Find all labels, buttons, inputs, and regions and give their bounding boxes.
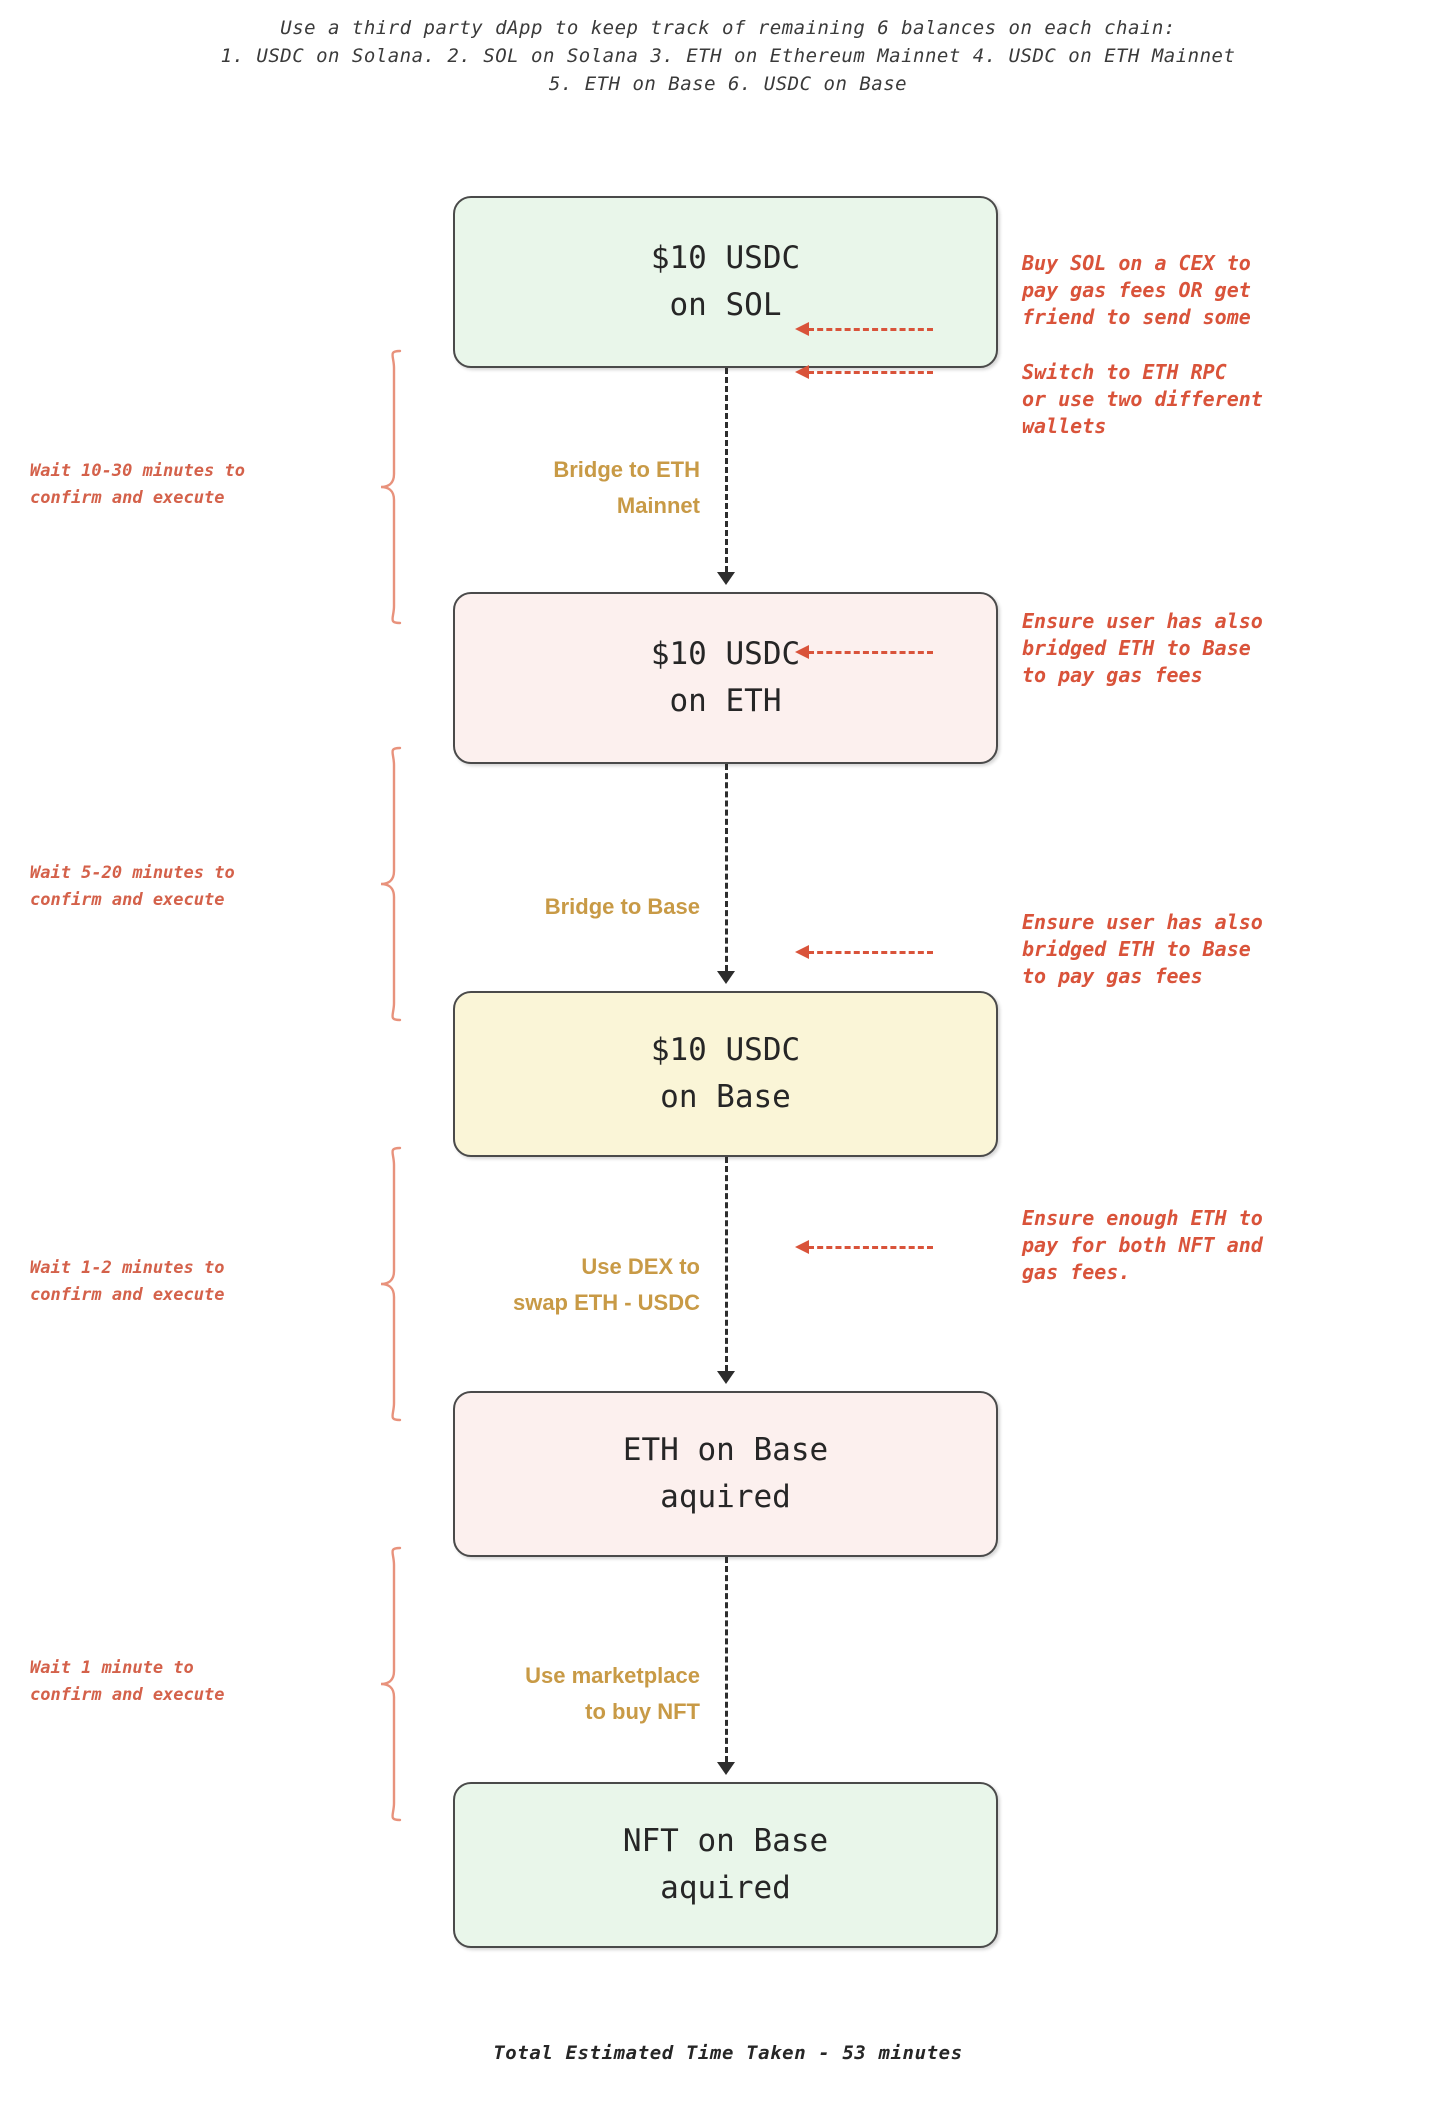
header-line-3: 5. ETH on Base 6. USDC on Base [548,73,908,95]
side-note-line-2: or use two different [1022,387,1263,411]
flow-node-line-2: on SOL [669,287,782,323]
flow-node-usdc-on-base: $10 USDC on Base [453,991,998,1157]
wait-note-step-4: Wait 1 minute to confirm and execute [30,1655,360,1709]
arrow-head [795,1240,809,1254]
header-line-1: Use a third party dApp to keep track of … [280,17,1176,39]
arrow-shaft [808,328,933,331]
arrow-down-icon [717,572,735,585]
curly-brace-icon [378,745,404,1023]
side-note-bridge-eth-base-2: Ensure user has also bridged ETH to Base… [1022,909,1442,990]
arrow-shaft [808,1246,933,1249]
wait-note-step-1: Wait 10-30 minutes to confirm and execut… [30,458,360,512]
arrow-down-icon [717,1371,735,1384]
arrow-head [795,645,809,659]
side-note-line-3: gas fees. [1022,1260,1131,1284]
wait-note-step-2: Wait 5-20 minutes to confirm and execute [30,860,360,914]
flow-node-line-1: $10 USDC [650,240,801,276]
flow-node-usdc-on-eth: $10 USDC on ETH [453,592,998,764]
flow-node-line-2: on ETH [669,683,782,719]
flow-node-line-1: ETH on Base [622,1432,829,1468]
side-note-line-1: Ensure enough ETH to [1022,1206,1263,1230]
arrow-head [795,322,809,336]
flow-connector-4 [725,1557,728,1762]
step-label-use-dex-swap: Use DEX to swap ETH - USDC [420,1249,700,1321]
side-note-line-3: friend to send some [1022,305,1251,329]
flow-node-line-1: $10 USDC [650,1032,801,1068]
step-label-bridge-to-eth-mainnet: Bridge to ETH Mainnet [420,452,700,524]
arrow-shaft [808,951,933,954]
step-label-use-marketplace: Use marketplace to buy NFT [420,1658,700,1730]
flow-connector-1 [725,368,728,572]
flow-connector-3 [725,1157,728,1371]
step-label-line-1: Use DEX to [581,1254,700,1279]
step-label-line-1: Use marketplace [525,1663,700,1688]
arrow-down-icon [717,1762,735,1775]
side-note-line-3: wallets [1022,414,1107,438]
arrow-shaft [808,371,933,374]
side-note-line-2: bridged ETH to Base [1022,636,1251,660]
side-note-switch-rpc: Switch to ETH RPC or use two different w… [1022,359,1442,440]
side-note-line-1: Buy SOL on a CEX to [1022,251,1251,275]
diagram-footer-total-time: Total Estimated Time Taken - 53 minutes [493,2042,963,2064]
wait-note-line-2: confirm and execute [30,890,225,910]
side-note-line-2: pay gas fees OR get [1022,278,1251,302]
side-note-line-1: Ensure user has also [1022,609,1263,633]
flow-node-line-2: aquired [660,1479,791,1515]
wait-note-line-1: Wait 1-2 minutes to [30,1258,225,1278]
step-label-line-2: Mainnet [616,493,700,518]
header-line-2: 1. USDC on Solana. 2. SOL on Solana 3. E… [220,45,1236,67]
wait-note-step-3: Wait 1-2 minutes to confirm and execute [30,1255,360,1309]
flow-node-line-1: NFT on Base [622,1823,829,1859]
arrow-down-icon [717,971,735,984]
wait-note-line-2: confirm and execute [30,1685,225,1705]
curly-brace-icon [378,1145,404,1423]
step-label-line-2: to buy NFT [585,1699,700,1724]
side-note-ensure-eth-nft: Ensure enough ETH to pay for both NFT an… [1022,1205,1442,1286]
side-note-bridge-eth-base-1: Ensure user has also bridged ETH to Base… [1022,608,1442,689]
wait-note-line-1: Wait 10-30 minutes to [30,461,245,481]
side-note-line-1: Ensure user has also [1022,910,1263,934]
side-note-line-1: Switch to ETH RPC [1022,360,1227,384]
side-note-line-2: bridged ETH to Base [1022,937,1251,961]
step-label-bridge-to-base: Bridge to Base [420,889,700,925]
wait-note-line-1: Wait 5-20 minutes to [30,863,235,883]
flow-node-usdc-on-sol: $10 USDC on SOL [453,196,998,368]
arrow-head [795,945,809,959]
flow-node-nft-on-base-aquired: NFT on Base aquired [453,1782,998,1948]
curly-brace-icon [378,1545,404,1823]
flow-node-eth-on-base-aquired: ETH on Base aquired [453,1391,998,1557]
side-note-line-3: to pay gas fees [1022,964,1203,988]
wait-note-line-2: confirm and execute [30,1285,225,1305]
flow-node-line-2: on Base [660,1079,791,1115]
side-note-buy-sol: Buy SOL on a CEX to pay gas fees OR get … [1022,250,1442,331]
step-label-line-2: swap ETH - USDC [512,1290,700,1315]
step-label-line-1: Bridge to Base [544,894,700,919]
flow-node-line-1: $10 USDC [650,636,801,672]
step-label-line-1: Bridge to ETH [553,457,700,482]
wait-note-line-2: confirm and execute [30,488,225,508]
curly-brace-icon [378,348,404,626]
arrow-shaft [808,651,933,654]
arrow-head [795,365,809,379]
flow-node-line-2: aquired [660,1870,791,1906]
diagram-header: Use a third party dApp to keep track of … [0,14,1456,98]
flow-connector-2 [725,764,728,971]
side-note-line-3: to pay gas fees [1022,663,1203,687]
wait-note-line-1: Wait 1 minute to [30,1658,194,1678]
side-note-line-2: pay for both NFT and [1022,1233,1263,1257]
